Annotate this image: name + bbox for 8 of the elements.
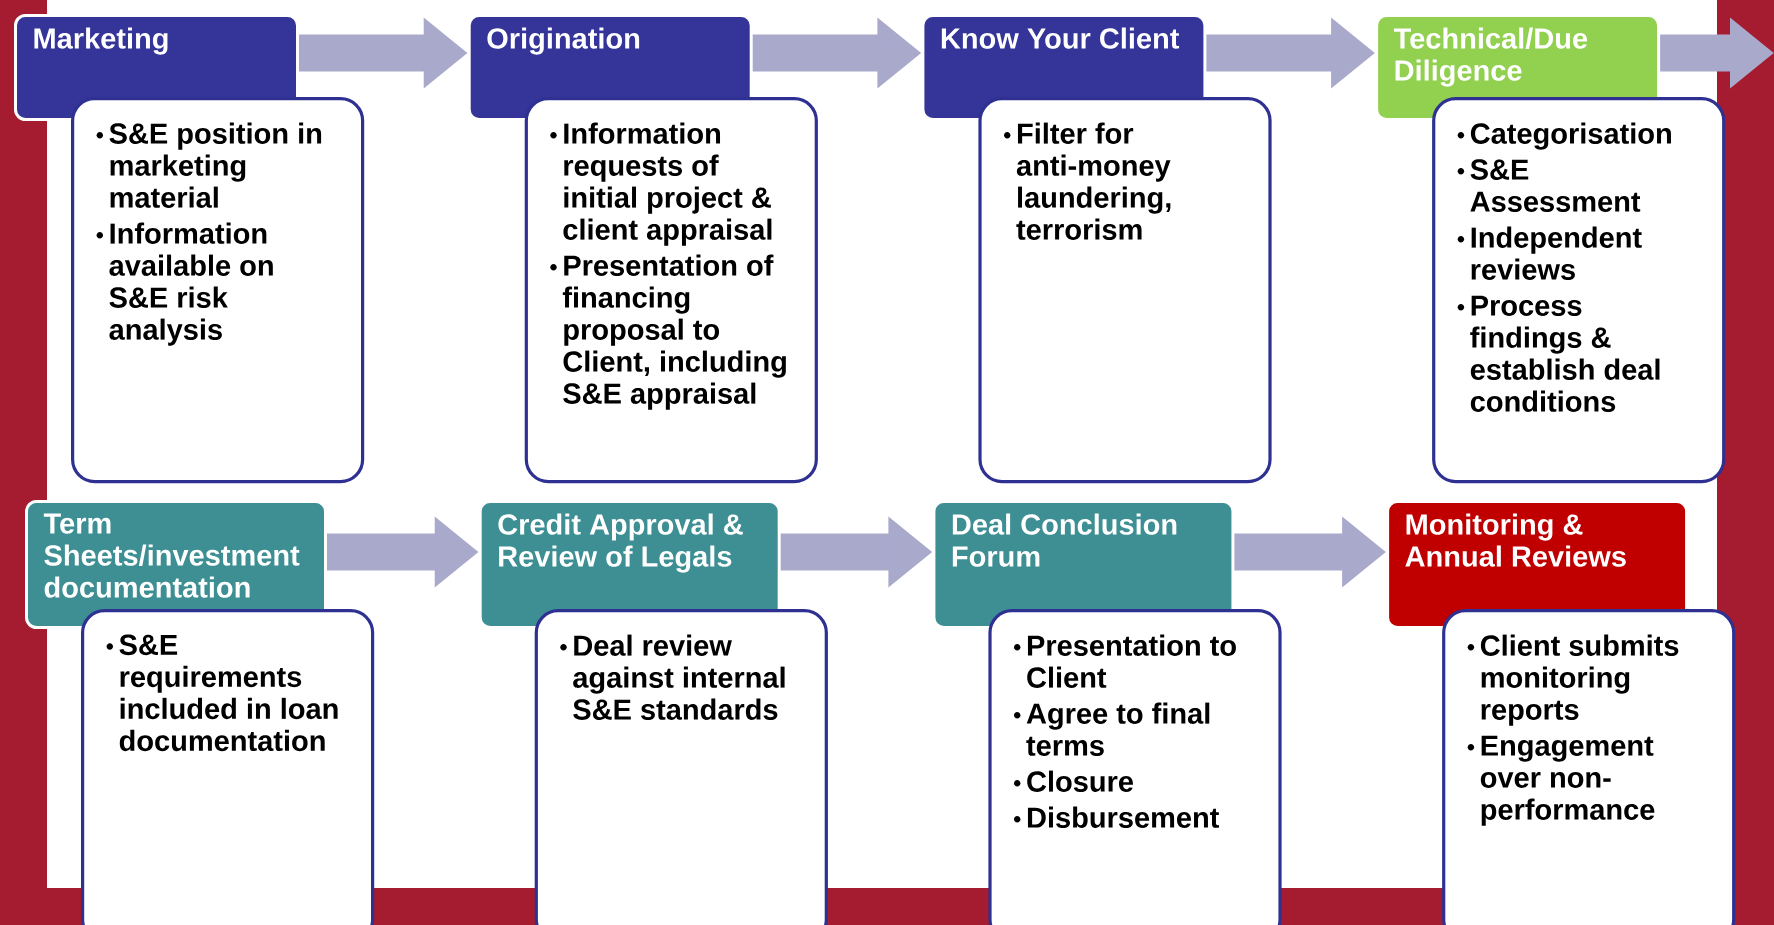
bullet-box: S&E requirements included in loan documentation xyxy=(81,609,375,925)
bullet-box: Information requests of initial project & client appraisal Presentation of financing proposal to Client, including S&E appraisal xyxy=(524,97,818,484)
bullet-box: Categorisation S&E Assessment Independent reviews Process findings & establish deal conditions xyxy=(1432,97,1726,484)
bullet-box: S&E position in marketing material Information available on S&E risk analysis xyxy=(71,97,365,484)
bullet-box: Client submits monitoring reports Engagement over non-performance xyxy=(1442,609,1736,925)
bullet-box: Filter for anti-money laundering, terrorism xyxy=(978,97,1272,484)
bullet-box: Presentation to Client Agree to final terms Closure Disbursement xyxy=(988,609,1282,925)
bullet-box: Deal review against internal S&E standards xyxy=(534,609,828,925)
